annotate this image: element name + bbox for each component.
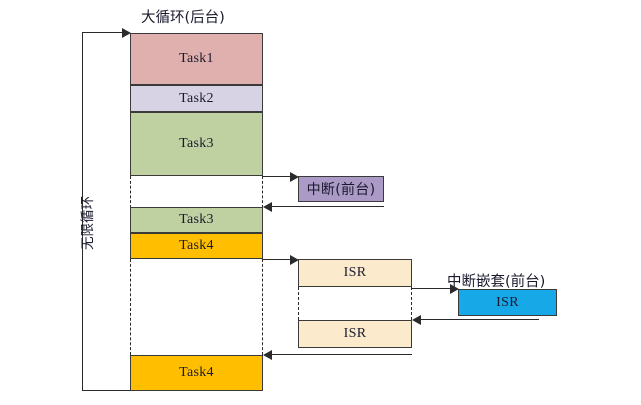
interrupt-foreground-block: 中断(前台) bbox=[298, 176, 384, 202]
task-block-task3-first: Task3 bbox=[130, 112, 263, 176]
isr-return-arrowhead bbox=[263, 350, 272, 360]
isr-enter-line bbox=[263, 259, 296, 261]
nested-isr-label: ISR bbox=[496, 294, 519, 310]
interrupt-return-line bbox=[270, 206, 384, 208]
nested-interrupt-title: 中断嵌套(前台) bbox=[447, 274, 546, 290]
isr-enter-arrowhead bbox=[290, 255, 299, 265]
interrupt-return-arrowhead bbox=[263, 202, 272, 212]
gap-dashed-right-1 bbox=[262, 176, 263, 208]
task-block-label: Task3 bbox=[179, 212, 214, 227]
isr-block-label: ISR bbox=[343, 326, 367, 341]
loop-left-segment bbox=[82, 32, 84, 391]
task-block-label: Task4 bbox=[179, 238, 214, 253]
isr-gap-dashed-right bbox=[411, 287, 412, 320]
infinite-loop-label: 无限循环 bbox=[80, 196, 96, 250]
gap-dashed-right-2 bbox=[262, 259, 263, 355]
nested-isr-return-line bbox=[419, 319, 539, 321]
loop-top-segment bbox=[82, 32, 129, 34]
loop-entry-arrowhead bbox=[122, 28, 131, 38]
task-block-task2: Task2 bbox=[130, 85, 263, 112]
task-block-task4-last: Task4 bbox=[130, 355, 263, 391]
interrupt-foreground-label: 中断(前台) bbox=[306, 182, 376, 198]
task-block-label: Task2 bbox=[179, 90, 214, 106]
nested-isr-enter-arrowhead bbox=[450, 284, 459, 294]
isr-block-label: ISR bbox=[343, 265, 367, 280]
task-block-label: Task3 bbox=[179, 136, 214, 151]
task-block-task3-second: Task3 bbox=[130, 207, 263, 233]
nested-isr-block: ISR bbox=[458, 289, 557, 316]
nested-isr-enter-line bbox=[412, 288, 452, 290]
task-block-label: Task4 bbox=[179, 365, 214, 380]
isr-return-line bbox=[270, 354, 412, 356]
bottom-cut-caption bbox=[232, 398, 432, 405]
gap-dashed-left-2 bbox=[130, 259, 131, 355]
isr-gap-dashed-left bbox=[298, 287, 299, 320]
background-loop-title: 大循环(后台) bbox=[141, 10, 225, 26]
interrupt-enter-line bbox=[263, 176, 296, 178]
task-block-task4-first: Task4 bbox=[130, 233, 263, 259]
task-block-label: Task1 bbox=[179, 51, 214, 66]
interrupt-enter-arrowhead bbox=[290, 172, 299, 182]
task-block-task1: Task1 bbox=[130, 33, 263, 85]
isr-block-second: ISR bbox=[298, 320, 412, 348]
isr-block-first: ISR bbox=[298, 259, 412, 287]
loop-bottom-segment bbox=[82, 390, 131, 392]
nested-isr-return-arrowhead bbox=[412, 315, 421, 325]
gap-dashed-left-1 bbox=[130, 176, 131, 208]
